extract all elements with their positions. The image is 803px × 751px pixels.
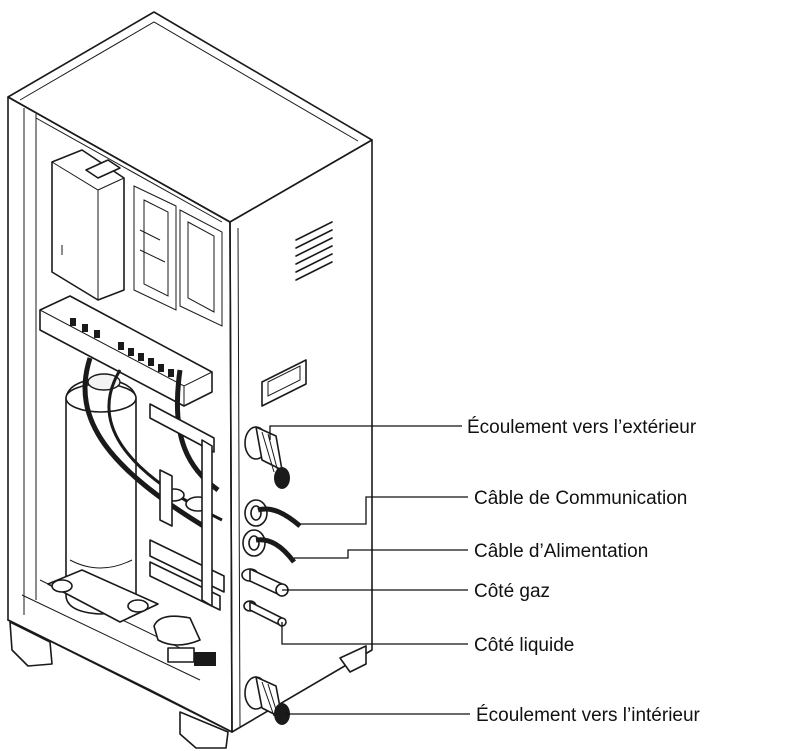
cabinet-feet xyxy=(9,621,367,749)
label-drain-indoor: Écoulement vers l’intérieur xyxy=(476,705,701,726)
upper-frames xyxy=(133,185,223,327)
terminal-strip xyxy=(39,295,213,407)
leader-liquid-side xyxy=(281,622,468,645)
leader-lines xyxy=(269,425,470,715)
label-power-cable: Câble d’Alimentation xyxy=(474,541,648,562)
leader-drain-outdoor xyxy=(269,425,462,440)
leader-power-cable xyxy=(294,549,468,559)
label-comm-cable: Câble de Communication xyxy=(474,488,687,509)
compressor xyxy=(47,373,159,623)
drain-indoor-port xyxy=(244,676,290,725)
leader-comm-cable xyxy=(300,496,468,525)
power-cable-port xyxy=(242,529,296,564)
piping xyxy=(149,403,225,666)
label-liquid-side: Côté liquide xyxy=(474,635,574,656)
label-drain-outdoor: Écoulement vers l’extérieur xyxy=(467,417,697,438)
access-slot xyxy=(261,359,307,407)
vent-louvers xyxy=(295,221,333,281)
comm-cable-port xyxy=(244,499,302,528)
drain-outdoor-port xyxy=(244,426,290,489)
labels: Écoulement vers l’extérieur Câble de Com… xyxy=(467,417,701,726)
label-gas-side: Côté gaz xyxy=(474,581,550,602)
electrical-box xyxy=(51,149,125,301)
